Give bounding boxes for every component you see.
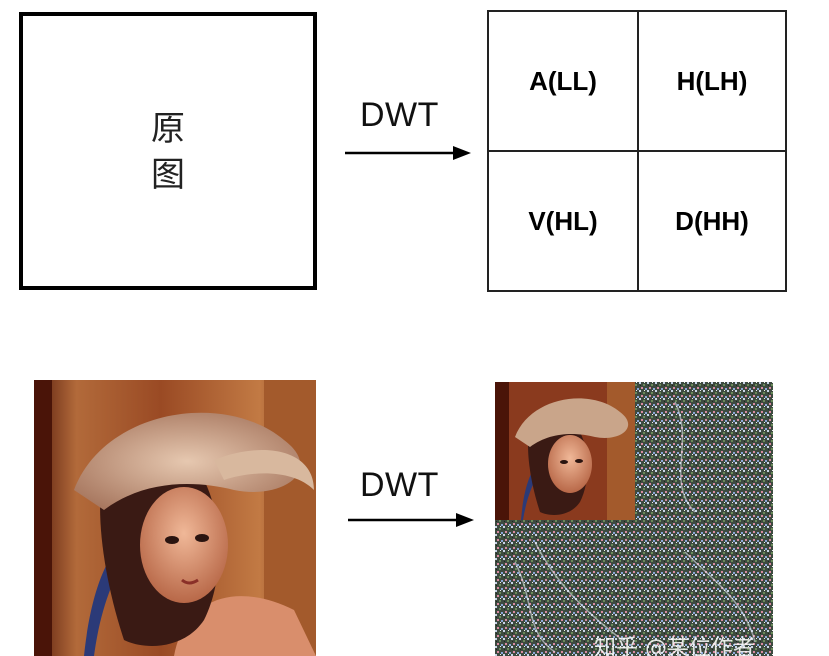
dwt-label-top: DWT [360,96,439,134]
right-arrow-icon [348,513,474,527]
original-image-label: 原 图 [23,106,313,198]
dwt-label-bottom: DWT [360,466,439,504]
original-photo [34,380,316,656]
subband-hh: D(HH) [675,205,749,236]
subband-lh: H(LH) [639,12,785,152]
subband-grid: A(LL) H(LH) V(HL) D(HH) [487,10,787,292]
dwt-result-graphic [495,382,773,656]
subband-hl: V(HL) [489,152,639,290]
original-label-line2: 图 [151,155,185,195]
original-image-box: 原 图 [19,12,317,290]
subband-ll: A(LL) [489,12,639,152]
original-label-line1: 原 [151,109,185,149]
right-arrow-icon [345,146,471,160]
dwt-result-image: 知乎 @某位作者 [495,382,773,656]
watermark-text: 知乎 @某位作者 [594,636,755,656]
